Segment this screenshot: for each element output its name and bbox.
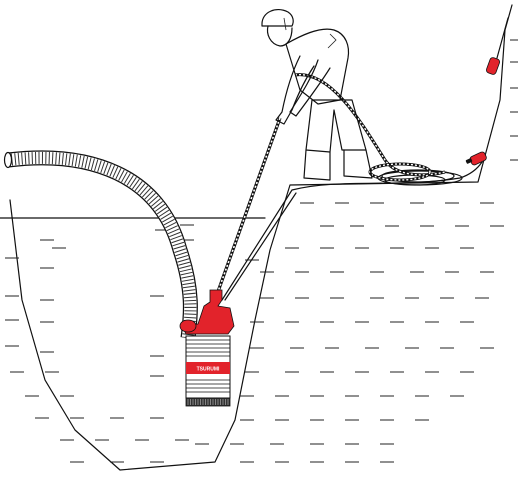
rope-coil — [294, 73, 446, 182]
worker-person-icon — [261, 9, 373, 181]
lifting-rope — [213, 117, 282, 301]
pump-brand-label: TSURUMI — [197, 367, 220, 373]
submersible-pump-icon: TSURUMI — [179, 289, 235, 407]
hanging-plug-icon — [486, 17, 509, 75]
discharge-hose — [3, 150, 198, 339]
water-surface-lines — [5, 202, 504, 463]
power-plug-icon — [465, 151, 487, 166]
pit-outline — [0, 4, 513, 471]
wall-ticks — [510, 39, 518, 161]
hose-opening — [3, 151, 13, 169]
